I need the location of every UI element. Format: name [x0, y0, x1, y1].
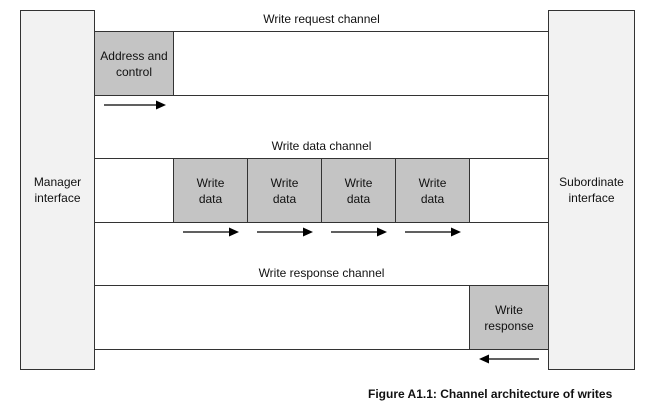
write-response-cell: Write response [469, 285, 549, 350]
write-response-channel-bottom [94, 349, 549, 350]
write-data-cell: Write data [321, 158, 396, 223]
write-data-channel-title: Write data channel [271, 139, 372, 153]
write-data-arrow [405, 227, 461, 237]
subordinate-interface-label: Subordinate interface [559, 175, 624, 205]
write-response-label: Write response [484, 302, 534, 333]
write-data-arrow [331, 227, 387, 237]
write-response-arrow [479, 354, 539, 364]
subordinate-interface: Subordinate interface [548, 10, 635, 370]
address-control-label: Address and control [100, 48, 168, 79]
write-data-arrow [257, 227, 313, 237]
write-data-label: Write data [196, 175, 225, 206]
write-data-cell: Write data [173, 158, 248, 223]
write-data-cell: Write data [395, 158, 470, 223]
manager-interface: Manager interface [20, 10, 95, 370]
write-data-cell: Write data [247, 158, 322, 223]
write-data-label: Write data [344, 175, 373, 206]
write-request-channel-top [94, 31, 549, 32]
write-response-channel-top [94, 285, 549, 286]
write-response-channel-title: Write response channel [258, 266, 385, 280]
write-request-arrow [104, 100, 166, 110]
write-data-arrow [183, 227, 239, 237]
figure-caption: Figure A1.1: Channel architecture of wri… [368, 387, 613, 401]
write-request-channel-title: Write request channel [263, 12, 380, 26]
write-request-channel-bottom [94, 95, 549, 96]
write-data-label: Write data [418, 175, 447, 206]
manager-interface-label: Manager interface [33, 175, 82, 205]
address-control-cell: Address and control [94, 31, 174, 96]
write-data-label: Write data [270, 175, 299, 206]
